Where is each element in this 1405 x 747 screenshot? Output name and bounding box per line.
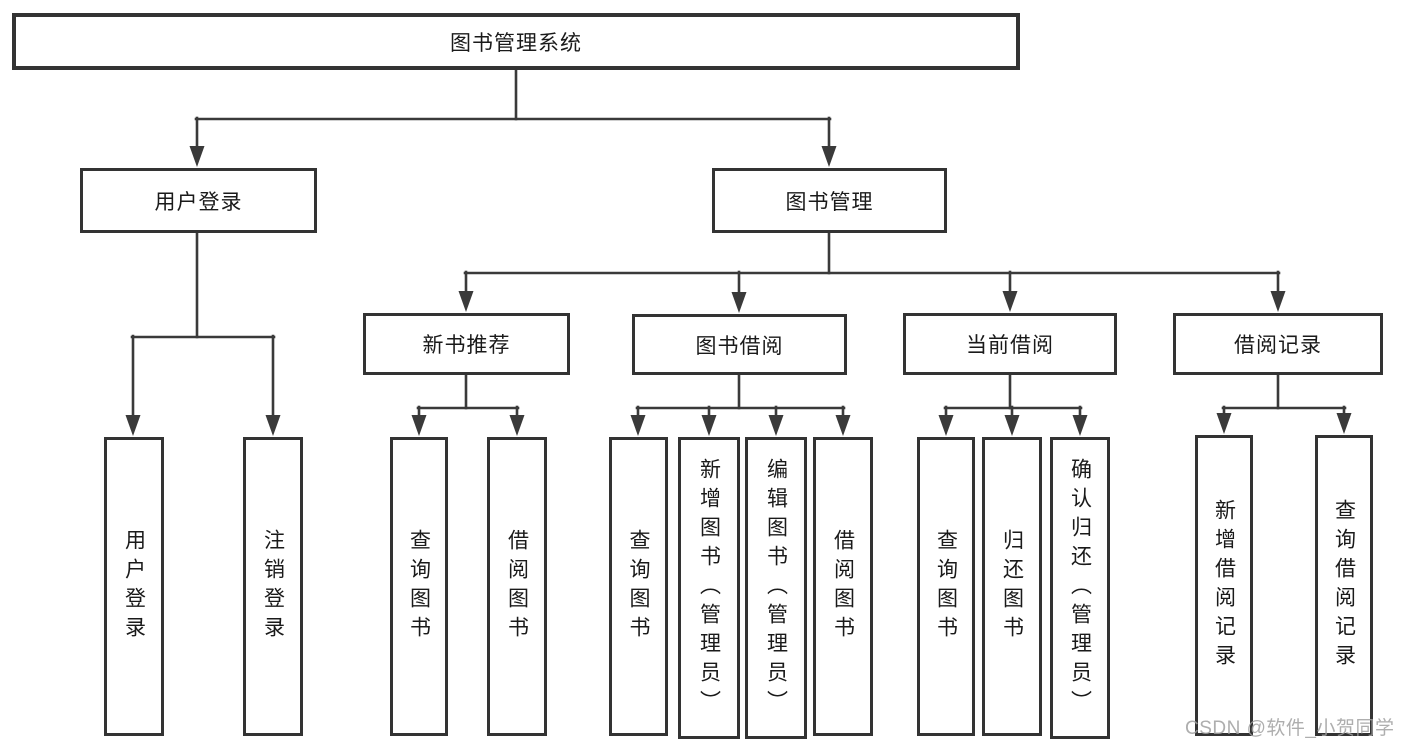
leaf-query-borrow-record: 查询借阅记录 bbox=[1315, 435, 1373, 736]
leaf-return-books: 归还图书 bbox=[982, 437, 1042, 736]
node-label: 新增图书（管理员） bbox=[697, 457, 721, 719]
node-label: 注销登录 bbox=[261, 528, 285, 645]
node-current-borrow: 当前借阅 bbox=[903, 313, 1117, 375]
node-label: 归还图书 bbox=[1000, 528, 1024, 645]
node-label: 当前借阅 bbox=[966, 334, 1054, 357]
leaf-borrow-books-1: 借阅图书 bbox=[487, 437, 547, 736]
node-label: 查询图书 bbox=[407, 528, 431, 645]
node-book-borrow: 图书借阅 bbox=[632, 314, 847, 375]
node-label: 图书管理 bbox=[785, 190, 874, 214]
node-label: 借阅图书 bbox=[831, 528, 855, 645]
leaf-edit-book-admin: 编辑图书（管理员） bbox=[745, 437, 807, 739]
node-label: 借阅记录 bbox=[1234, 334, 1322, 357]
node-label: 借阅图书 bbox=[505, 528, 529, 645]
node-label: 图书借阅 bbox=[695, 334, 784, 358]
node-label: 确认归还（管理员） bbox=[1068, 457, 1092, 719]
leaf-add-borrow-record: 新增借阅记录 bbox=[1195, 435, 1253, 736]
csdn-watermark: CSDN @软件_小贺同学 bbox=[1185, 718, 1395, 739]
node-borrow-records: 借阅记录 bbox=[1173, 313, 1383, 375]
node-user-login: 用户登录 bbox=[80, 168, 317, 233]
node-library-management-system: 图书管理系统 bbox=[12, 13, 1020, 70]
leaf-add-book-admin: 新增图书（管理员） bbox=[678, 437, 740, 739]
leaf-user-login: 用户登录 bbox=[104, 437, 164, 736]
leaf-confirm-return-admin: 确认归还（管理员） bbox=[1050, 437, 1110, 739]
node-label: 新书推荐 bbox=[422, 334, 511, 357]
leaf-query-books-1: 查询图书 bbox=[390, 437, 448, 736]
node-label: 新增借阅记录 bbox=[1212, 498, 1236, 673]
node-label: 编辑图书（管理员） bbox=[764, 457, 788, 719]
node-new-book-recommend: 新书推荐 bbox=[363, 313, 570, 375]
leaf-query-books-3: 查询图书 bbox=[917, 437, 975, 736]
leaf-logout: 注销登录 bbox=[243, 437, 303, 736]
node-label: 查询图书 bbox=[627, 528, 650, 645]
node-label: 图书管理系统 bbox=[450, 31, 582, 55]
node-label: 用户登录 bbox=[122, 528, 146, 645]
leaf-borrow-books-2: 借阅图书 bbox=[813, 437, 873, 736]
node-label: 用户登录 bbox=[154, 190, 243, 214]
leaf-query-books-2: 查询图书 bbox=[609, 437, 668, 736]
arrowheads bbox=[125, 146, 1352, 436]
node-label: 查询图书 bbox=[934, 528, 958, 645]
node-book-management: 图书管理 bbox=[712, 168, 947, 233]
node-label: 查询借阅记录 bbox=[1332, 498, 1356, 673]
